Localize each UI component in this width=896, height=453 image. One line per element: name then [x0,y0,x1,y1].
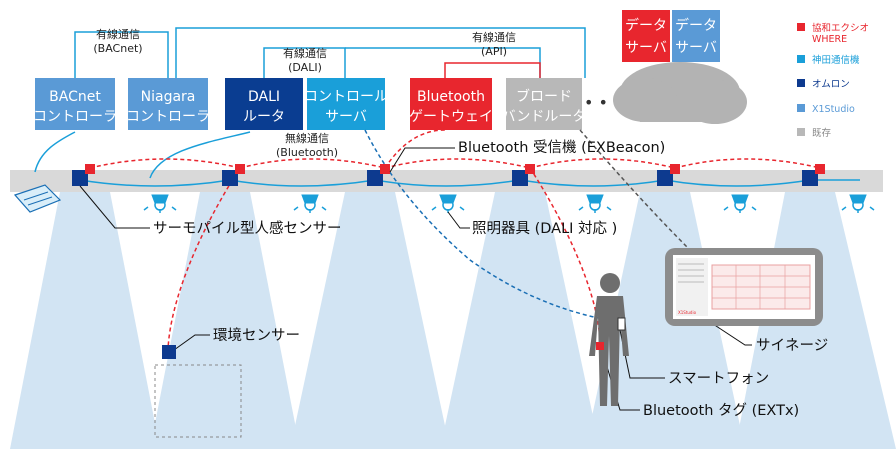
light-beams [10,192,896,449]
env-sensor-icon [162,345,176,359]
data-server-1-label-2: サーバ [625,40,667,56]
legend-label-0b: WHERE [812,34,847,45]
wired-bacnet-label-1: 有線通信 [96,27,140,41]
blue-dashed-links [364,129,691,323]
env-sensor-area [154,364,242,438]
data-server-1: データ サーバ [622,10,670,62]
device-dali-router: DALI ルータ [225,78,303,130]
callout-thermopile: サーモパイル型人感センサー [153,220,342,237]
wired-api-label-2: (API) [481,45,507,58]
callout-env-sensor: 環境センサー [213,326,300,344]
data-server-2: データ サーバ [672,10,720,62]
legend-label-2: オムロン [812,79,850,90]
data-server-2-label-2: サーバ [675,40,717,56]
control-label-1: コントロール [304,89,388,105]
dali-bus-line [79,179,860,187]
wired-bacnet-link [34,27,586,179]
legend: 協和エクシオ WHERE 神田通信機 オムロン X1Studio 既存 [797,22,869,139]
dali-label-2: ルータ [243,109,285,125]
callout-signage: サイネージ [756,337,828,354]
legend-label-0: 協和エクシオ [812,22,869,34]
wired-bacnet-label-2: (BACnet) [93,42,142,55]
cloud [613,62,747,124]
signage-footer-text: X1Studio [678,310,697,315]
ceiling [10,170,883,192]
legend-swatch-3 [797,104,805,112]
wireless-bt-label-2: (Bluetooth) [276,146,338,159]
legend-label-1: 神田通信機 [812,54,860,66]
niagara-label-2: コントローラ [126,109,210,125]
gateway-label-2: ゲートウェイ [409,109,493,125]
legend-label-4: 既存 [812,127,832,139]
wired-api-label-1: 有線通信 [472,30,516,44]
control-label-2: サーバ [325,109,367,125]
wired-dali-label-1: 有線通信 [283,46,327,60]
device-bt-gateway: Bluetooth ゲートウェイ [409,78,493,130]
ellipsis-dots: • • • [584,93,622,112]
light-fixture-icons [143,194,875,213]
legend-swatch-1 [797,55,805,63]
dali-label-1: DALI [248,89,280,105]
broadband-label-1: ブロード [516,88,572,105]
api-red-link [444,62,541,78]
device-bacnet: BACnet コントローラ [33,78,117,130]
bacnet-label-2: コントローラ [33,109,117,125]
wired-dali-label-2: (DALI) [288,61,322,74]
device-niagara: Niagara コントローラ [126,78,210,130]
data-server-1-label-1: データ [625,17,667,34]
ceiling-ac-icon [13,184,62,213]
legend-label-3: X1Studio [812,104,855,115]
wireless-bt-label-1: 無線通信 [285,131,329,145]
thermopile-sensors [72,170,818,186]
bacnet-label-1: BACnet [49,89,101,105]
legend-swatch-2 [797,79,805,87]
legend-swatch-4 [797,128,805,136]
legend-swatch-0 [797,23,805,31]
callout-smartphone: スマートフォン [668,371,769,387]
data-server-2-label-1: データ [675,17,717,34]
gateway-label-1: Bluetooth [417,89,485,105]
niagara-label-1: Niagara [141,89,196,105]
callout-bt-receiver: Bluetooth 受信機 (EXBeacon) [458,139,665,156]
bt-tag-icon [596,342,604,350]
smartphone-icon [617,317,626,331]
bt-receivers [85,164,825,174]
device-broadband-router: ブロード バンドルータ [502,78,587,130]
callout-bt-tag: Bluetooth タグ (EXTx) [643,402,799,419]
callout-lighting: 照明器具 (DALI 対応 ) [472,220,617,237]
signage-display: X1Studio [665,248,823,326]
device-control-server: コントロール サーバ [304,78,388,130]
broadband-label-2: バンドルータ [502,109,587,125]
